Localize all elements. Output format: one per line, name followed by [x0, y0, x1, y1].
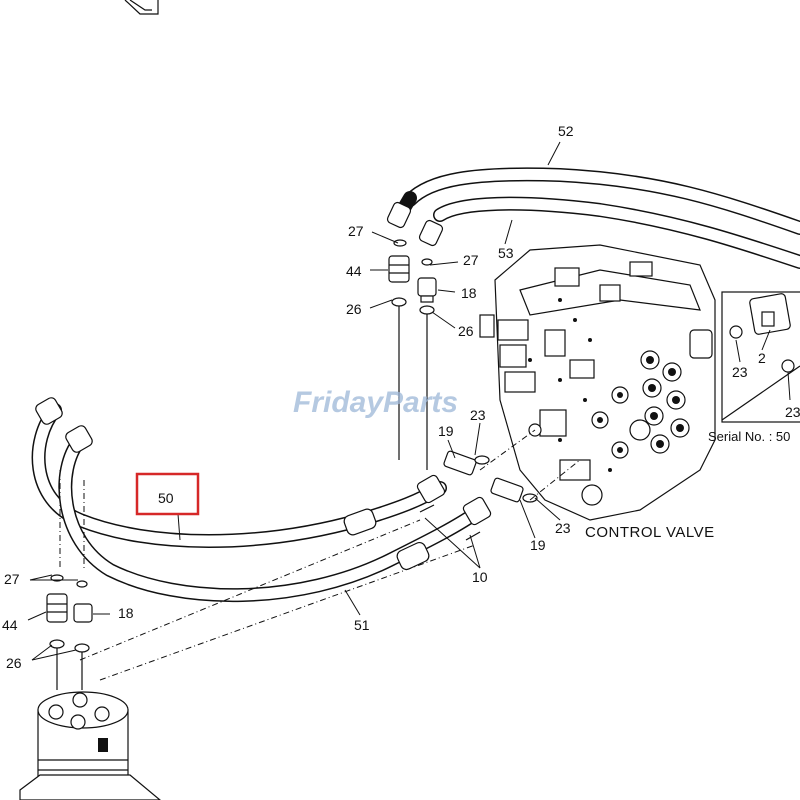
callout-23: 23: [785, 404, 800, 420]
fitting-44-bottom: [46, 574, 68, 690]
callout-23: 23: [555, 520, 571, 536]
callout-27: 27: [463, 252, 479, 268]
flanges-19: [419, 450, 538, 541]
hose-51: [58, 425, 492, 603]
valve-spools: [591, 350, 690, 459]
callout-50: 50: [158, 490, 174, 506]
callout-26: 26: [458, 323, 474, 339]
hose-50: [31, 397, 447, 548]
fitting-44-top: [388, 239, 410, 460]
callout-52: 52: [558, 123, 574, 139]
watermark-logo: FridayParts: [293, 386, 458, 419]
callout-labels: 52 53 27 27 44 18 26 26 23 19 23 19 10 5…: [2, 123, 800, 671]
swivel-joint: [19, 691, 161, 800]
callout-26: 26: [346, 301, 362, 317]
callout-27: 27: [4, 571, 20, 587]
control-valve-body: [479, 244, 716, 521]
hose-53: [418, 196, 800, 269]
callout-44: 44: [2, 617, 18, 633]
callout-19: 19: [530, 537, 546, 553]
callout-44: 44: [346, 263, 362, 279]
callout-26: 26: [6, 655, 22, 671]
callout-27: 27: [348, 223, 364, 239]
leader-lines: [27, 141, 791, 661]
control-valve-caption: CONTROL VALVE: [585, 524, 715, 541]
callout-51: 51: [354, 617, 370, 633]
callout-10: 10: [472, 569, 488, 585]
callout-23: 23: [470, 407, 486, 423]
serial-number-caption: Serial No. : 50: [708, 429, 790, 444]
highlight-box-50: [135, 472, 200, 516]
fitting-18-top: [417, 258, 437, 470]
callout-2: 2: [758, 350, 766, 366]
callout-19: 19: [438, 423, 454, 439]
callout-18: 18: [118, 605, 134, 621]
center-lines: [59, 429, 581, 681]
top-bracket-part: [124, 0, 159, 15]
hose-52: [386, 167, 800, 235]
fitting-18-bottom: [73, 580, 93, 690]
callout-23: 23: [732, 364, 748, 380]
callout-18: 18: [461, 285, 477, 301]
callout-53: 53: [498, 245, 514, 261]
